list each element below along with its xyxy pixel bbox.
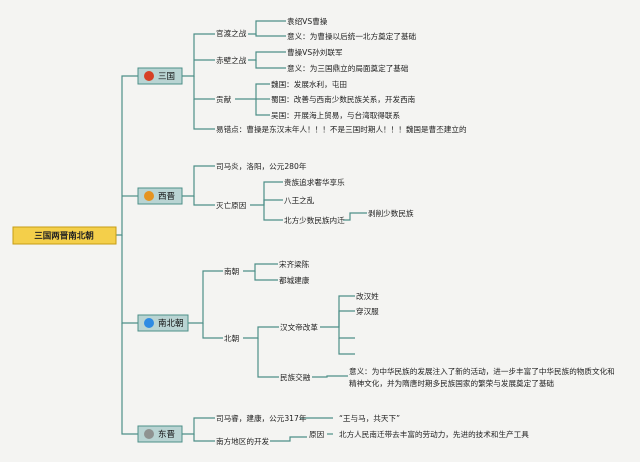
topic-simayan[interactable]: 司马炎，洛阳，公元280年 xyxy=(216,161,307,171)
leaf-text: 袁绍VS曹操 xyxy=(287,16,328,26)
branch-label: 西晋 xyxy=(158,192,175,202)
leaf-text: 宋齐梁陈 xyxy=(279,259,310,269)
topic-chibi[interactable]: 赤壁之战 xyxy=(216,55,247,65)
leaf-text: 吴国：开展海上贸易，与台湾取得联系 xyxy=(271,110,400,120)
topic-reform[interactable]: 汉文帝改革 xyxy=(280,322,318,332)
leaf-text: “王与马，共天下” xyxy=(339,414,400,423)
leaf-text: 魏国：发展水利，屯田 xyxy=(271,79,347,89)
leaf-text: 意义：为曹操以后统一北方奠定了基础 xyxy=(287,31,416,41)
blue-circle-icon xyxy=(144,318,154,328)
branch-label: 东晋 xyxy=(158,429,175,440)
leaf-text: 意义：为三国鼎立的局面奠定了基础 xyxy=(287,63,409,73)
topic-beichao[interactable]: 北朝 xyxy=(224,334,239,343)
leaf-text: 都城建康 xyxy=(279,275,310,285)
leaf-text: 八王之乱 xyxy=(284,195,315,205)
topic-simarui[interactable]: 司马睿，建康，公元317年 xyxy=(216,413,307,423)
topic-fusion[interactable]: 民族交融 xyxy=(280,372,311,382)
root-label: 三国两晋南北朝 xyxy=(34,231,94,242)
topic-contribution[interactable]: 贡献 xyxy=(216,94,232,104)
leaf-text: 北方少数民族内迁 xyxy=(284,215,345,225)
topic-nanchao[interactable]: 南朝 xyxy=(224,266,239,276)
leaf-text: 贵族追求奢华享乐 xyxy=(284,177,345,187)
leaf-text: 意义：为中华民族的发展注入了新的活动，进一步丰富了中华民族的物质文化和 xyxy=(349,366,615,376)
red-circle-icon xyxy=(144,71,154,81)
leaf-text: 精神文化，并为隋唐时期多民族国家的繁荣与发展奠定了基础 xyxy=(349,378,554,388)
leaf-text: 蜀国：改善与西南少数民族关系，开发西南 xyxy=(271,94,416,104)
branch-label: 南北朝 xyxy=(158,318,184,329)
gray-circle-icon xyxy=(144,429,154,439)
topic-pitfall[interactable]: 易错点：曹操是东汉末年人！！！不是三国时期人！！！魏国是曹丕建立的 xyxy=(216,124,467,134)
leaf-text: 北方人民南迁带去丰富的劳动力，先进的技术和生产工具 xyxy=(339,429,529,439)
root-node[interactable] xyxy=(12,226,117,245)
topic-south-development[interactable]: 南方地区的开发 xyxy=(216,436,270,446)
leaf-text: 原因 xyxy=(309,430,324,439)
leaf-text: 改汉姓 xyxy=(356,291,379,301)
leaf-text: 剥削少数民族 xyxy=(368,208,414,218)
topic-guandu[interactable]: 官渡之战 xyxy=(216,28,247,38)
topic-fall-reasons[interactable]: 灭亡原因 xyxy=(216,200,246,210)
branch-label: 三国 xyxy=(158,72,175,82)
connector-lines xyxy=(116,20,367,442)
leaf-text: 穿汉服 xyxy=(356,306,379,316)
orange-circle-icon xyxy=(144,191,154,201)
leaf-text: 曹操VS孙刘联军 xyxy=(287,47,343,57)
